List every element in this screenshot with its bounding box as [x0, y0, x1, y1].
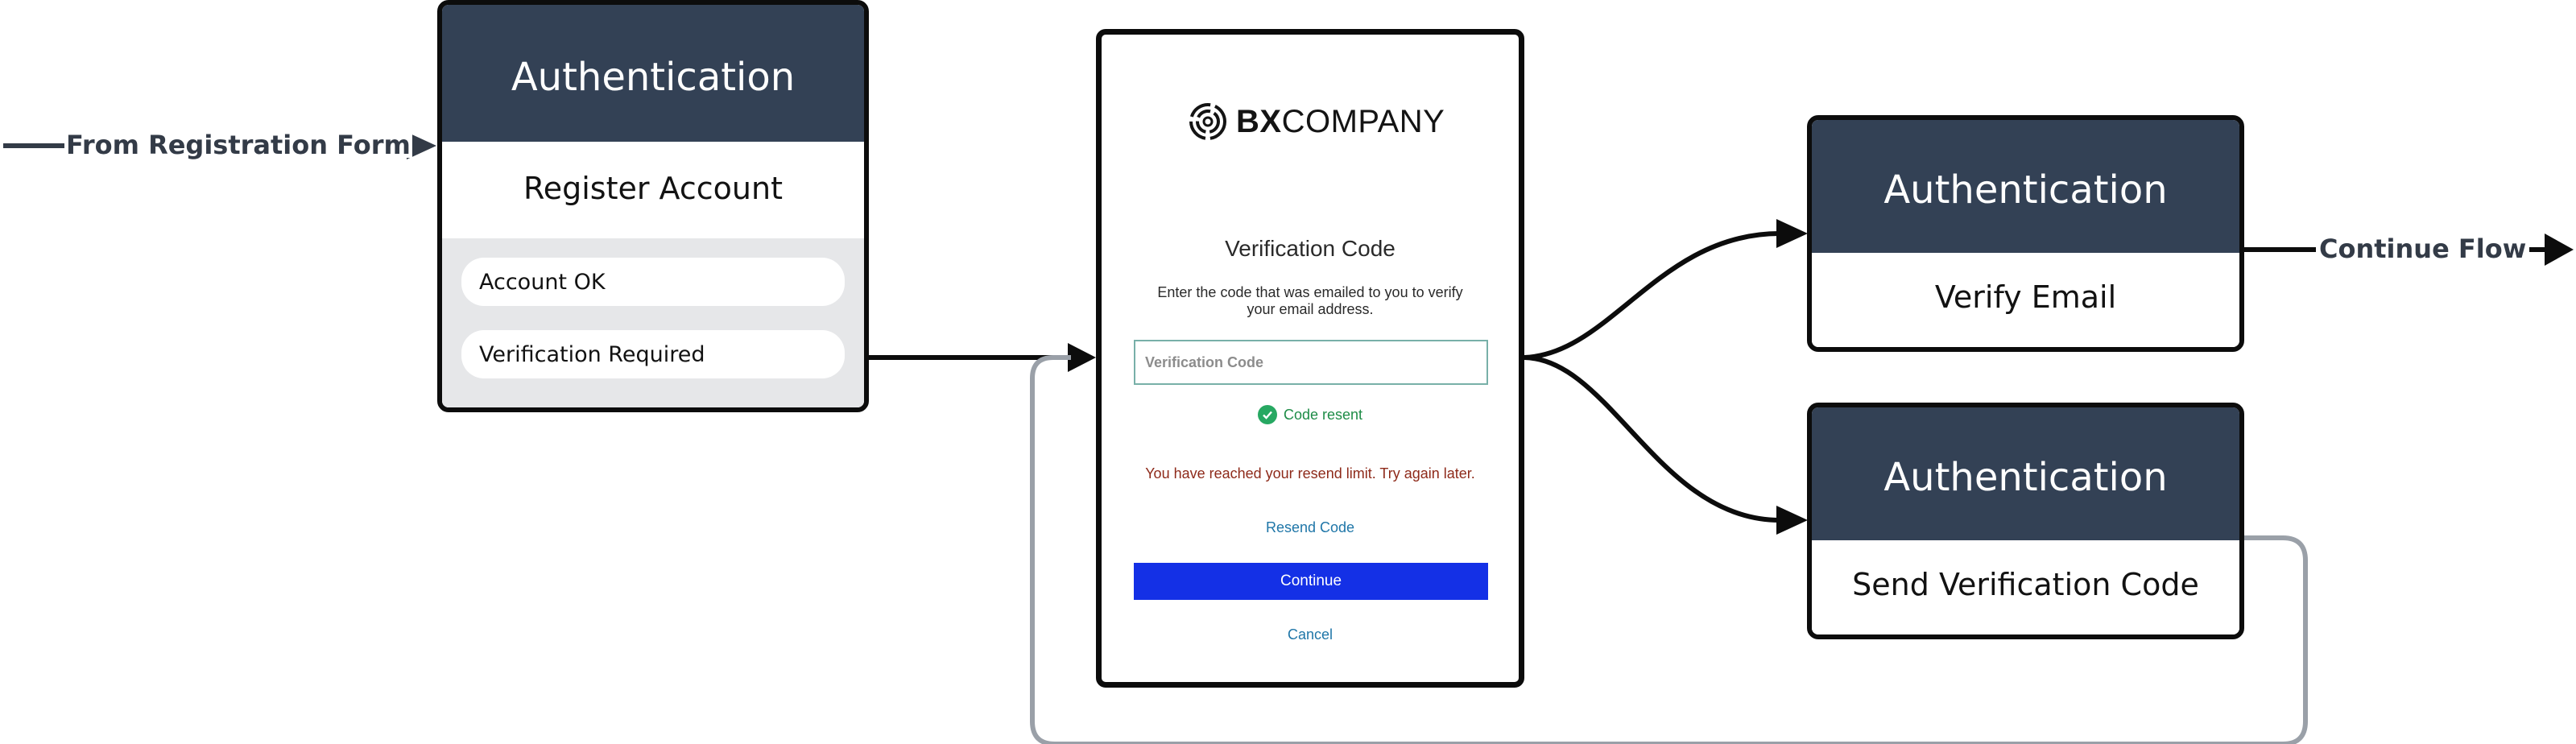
node-header: Authentication	[1812, 120, 2239, 253]
success-text: Code resent	[1283, 406, 1363, 423]
node-header: Authentication	[442, 5, 864, 142]
verify-email-node[interactable]: Authentication Verify Email	[1807, 115, 2244, 352]
node-title: Send Verification Code	[1812, 540, 2239, 634]
resend-connector	[1524, 355, 1780, 523]
screen-description: Enter the code that was emailed to you t…	[1157, 284, 1463, 317]
send-verification-code-node[interactable]: Authentication Send Verification Code	[1807, 403, 2244, 639]
outgoing-flow-label: Continue Flow	[2316, 236, 2530, 262]
output-account-ok[interactable]: Account OK	[461, 258, 845, 306]
loop-connector	[1030, 355, 2308, 744]
logo-wordmark: BXCOMPANY	[1236, 103, 1445, 139]
verification-screen: BXCOMPANY Verification Code Enter the co…	[1096, 29, 1524, 688]
node-title: Verify Email	[1812, 253, 2239, 347]
company-logo: BXCOMPANY	[1188, 99, 1445, 144]
node-outputs: Account OK Verification Required	[442, 238, 864, 407]
logo-rings-icon	[1189, 103, 1226, 140]
code-resent-message: Code resent	[1102, 405, 1519, 424]
resend-code-link[interactable]: Resend Code	[1265, 519, 1355, 535]
screen-arrowhead	[1068, 343, 1096, 372]
verify-arrowhead	[1776, 219, 1808, 248]
incoming-flow-label: From Registration Form	[64, 130, 412, 160]
send-arrowhead	[1776, 506, 1808, 535]
node-title: Register Account	[442, 142, 864, 238]
verification-code-input[interactable]	[1134, 340, 1488, 385]
outgoing-arrowhead	[2545, 234, 2574, 266]
continue-connector	[1524, 231, 1780, 360]
cancel-link[interactable]: Cancel	[1287, 626, 1333, 643]
screen-title: Verification Code	[1225, 236, 1396, 261]
register-account-node[interactable]: Authentication Register Account Account …	[437, 0, 869, 412]
incoming-arrowhead	[407, 132, 436, 159]
output-verification-required[interactable]: Verification Required	[461, 330, 845, 378]
node-header: Authentication	[1812, 407, 2239, 540]
check-circle-icon	[1257, 405, 1277, 424]
resend-limit-error: You have reached your resend limit. Try …	[1145, 465, 1475, 482]
continue-button[interactable]: Continue	[1134, 563, 1488, 600]
